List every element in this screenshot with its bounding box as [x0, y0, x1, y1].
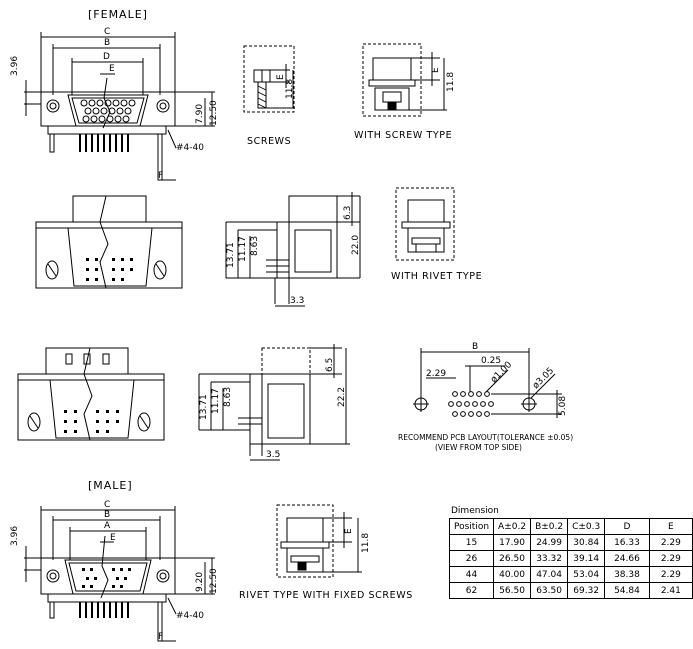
screw-type-dim-e: E	[431, 67, 441, 73]
table-cell: 53.04	[567, 566, 606, 583]
male-dim-a: A	[104, 521, 111, 531]
table-cell: 62	[448, 582, 495, 599]
table-header: B±0.2	[530, 518, 569, 535]
side1-d1117: 11.17	[238, 236, 248, 262]
pcb-caption-1: RECOMMEND PCB LAYOUT(TOLERANCE ±0.05)	[398, 433, 573, 442]
pcb-layout: B 0.25 2.29 ø1.00 ø3.05 5.08 RECOMMEND P…	[398, 342, 573, 452]
rivet-type-view: WITH RIVET TYPE	[391, 187, 482, 282]
male-dim-f: F	[158, 632, 163, 642]
table-cell: 24.66	[604, 550, 650, 567]
table-header: E	[648, 518, 693, 535]
dimension-table-caption: Dimension	[451, 506, 499, 516]
table-row: 26 26.50 33.32 39.14 24.66 2.29	[448, 550, 693, 567]
table-cell: 26	[448, 550, 495, 567]
side-view-2: 13.71 11.17 8.63 6.5 22.2 3.5	[198, 344, 350, 461]
pcb-d508: 5.08	[558, 396, 568, 416]
screws-dim-e: E	[276, 74, 286, 80]
table-cell: 2.29	[648, 550, 693, 567]
side1-d220: 22.0	[351, 235, 361, 255]
table-header: D	[604, 518, 650, 535]
table-cell: 56.50	[493, 582, 532, 599]
male-dim-1250: 12.50	[209, 568, 219, 594]
dimension-table: Position A±0.2 B±0.2 C±0.3 D E 15 17.90 …	[448, 518, 693, 599]
table-row: 62 56.50 63.50 69.32 54.84 2.41	[448, 582, 693, 599]
screws-dim-118: 11.8	[285, 79, 295, 99]
table-cell: 69.32	[567, 582, 606, 599]
side2-d1117: 11.17	[211, 388, 221, 414]
female-dim-c: C	[104, 27, 110, 37]
table-cell: 24.99	[530, 534, 569, 551]
screw-type-dim-118: 11.8	[446, 72, 456, 92]
female-title: [FEMALE]	[88, 8, 148, 21]
table-cell: 30.84	[567, 534, 606, 551]
table-cell: 26.50	[493, 550, 532, 567]
table-cell: 17.90	[493, 534, 532, 551]
female-dim-396: 3.96	[10, 56, 20, 76]
table-cell: 44	[448, 566, 495, 583]
table-row: 44 40.00 47.04 53.04 38.38 2.29	[448, 566, 693, 583]
fixed-dim-118: 11.8	[361, 533, 371, 553]
table-cell: 16.33	[604, 534, 650, 551]
table-cell: 15	[448, 534, 495, 551]
male-dim-e: E	[110, 533, 116, 543]
side2-d863: 8.63	[223, 387, 233, 407]
screw-type-caption: WITH SCREW TYPE	[354, 130, 452, 141]
side2-d35: 3.5	[266, 450, 280, 460]
side2-d222: 22.2	[337, 387, 347, 407]
female-front-view: [FEMALE] C B D E	[10, 8, 219, 181]
table-cell: 40.00	[493, 566, 532, 583]
pcb-d025: 0.25	[481, 356, 501, 366]
table-cell: 2.29	[648, 534, 693, 551]
table-cell: 47.04	[530, 566, 569, 583]
side1-d63: 6.3	[343, 206, 353, 220]
table-header: C±0.3	[567, 518, 606, 535]
side2-d65: 6.5	[325, 358, 335, 372]
table-cell: 39.14	[567, 550, 606, 567]
female-dim-790: 7.90	[195, 104, 205, 124]
male-dim-920: 9.20	[195, 572, 205, 592]
table-cell: 38.38	[604, 566, 650, 583]
pcb-caption-2: (VIEW FROM TOP SIDE)	[435, 443, 522, 452]
pcb-d229: 2.29	[426, 369, 446, 379]
screws-caption: SCREWS	[247, 136, 291, 147]
female-dim-f: F	[158, 171, 163, 181]
male-front-view: [MALE] C B A E F #4-40	[10, 479, 219, 642]
male-title: [MALE]	[88, 479, 133, 492]
side2-d1371: 13.71	[199, 394, 209, 420]
female-dim-b: B	[104, 38, 110, 48]
female-hole-label: #4-40	[176, 143, 204, 153]
female-dim-1250: 12.50	[209, 100, 219, 126]
screw-type-view: E 11.8 WITH SCREW TYPE	[354, 43, 456, 141]
side-view-1: 13.71 11.17 8.63 6.3 22.0 3.3	[225, 192, 361, 307]
male-hole-label: #4-40	[176, 611, 204, 621]
male-dim-396: 3.96	[10, 526, 20, 546]
table-cell: 54.84	[604, 582, 650, 599]
table-cell: 63.50	[530, 582, 569, 599]
table-cell: 33.32	[530, 550, 569, 567]
back-view-2	[17, 347, 165, 441]
table-cell: 2.41	[648, 582, 693, 599]
male-dim-b: B	[104, 510, 110, 520]
female-dim-d: D	[103, 52, 110, 62]
male-dim-c: C	[104, 500, 110, 510]
female-dim-e: E	[109, 64, 115, 74]
table-row: 15 17.90 24.99 30.84 16.33 2.29	[448, 534, 693, 551]
screws-view: E 11.8 SCREWS	[243, 45, 295, 147]
side1-d1371: 13.71	[226, 242, 236, 268]
fixed-screws-view: E 11.8 RIVET TYPE WITH FIXED SCREWS	[239, 504, 413, 601]
table-header: Position	[448, 518, 495, 535]
fixed-dim-e: E	[344, 528, 354, 534]
side1-d863: 8.63	[250, 236, 260, 256]
pcb-dim-b: B	[472, 342, 478, 352]
side1-d33: 3.3	[290, 296, 304, 306]
pcb-d305: ø3.05	[531, 366, 556, 391]
table-header: A±0.2	[493, 518, 532, 535]
table-cell: 2.29	[648, 566, 693, 583]
back-view-1	[35, 195, 183, 289]
table-header-row: Position A±0.2 B±0.2 C±0.3 D E	[448, 518, 693, 535]
rivet-type-caption: WITH RIVET TYPE	[391, 271, 482, 282]
fixed-caption: RIVET TYPE WITH FIXED SCREWS	[239, 590, 413, 601]
